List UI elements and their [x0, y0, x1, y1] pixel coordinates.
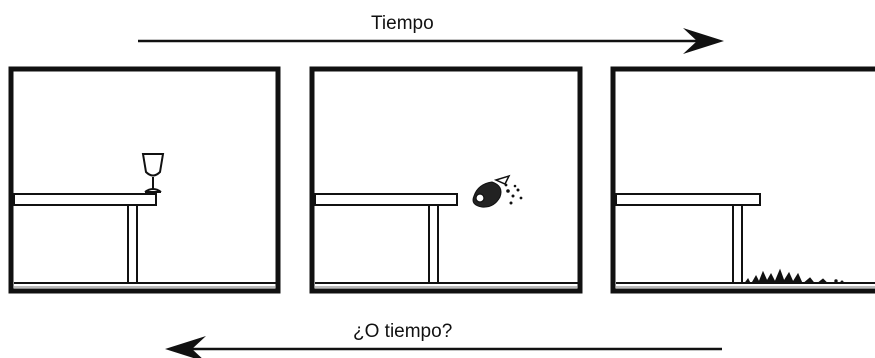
panel-1 [8, 66, 281, 294]
table-leg [428, 204, 439, 284]
table-top [13, 193, 157, 206]
panel-3 [610, 66, 875, 294]
table-leg [732, 204, 743, 284]
time-backward-label: ¿O tiempo? [353, 321, 453, 342]
backward-arrow [165, 336, 722, 358]
breaking-glass-icon [472, 174, 523, 208]
table-leg [127, 204, 138, 284]
panel-2 [309, 66, 583, 294]
wine-glass-icon [141, 153, 165, 193]
forward-arrow [138, 28, 724, 54]
table-top [314, 193, 458, 206]
glass-shards-icon [744, 268, 844, 284]
table-top [615, 193, 761, 206]
time-forward-label: Tiempo [371, 13, 434, 34]
